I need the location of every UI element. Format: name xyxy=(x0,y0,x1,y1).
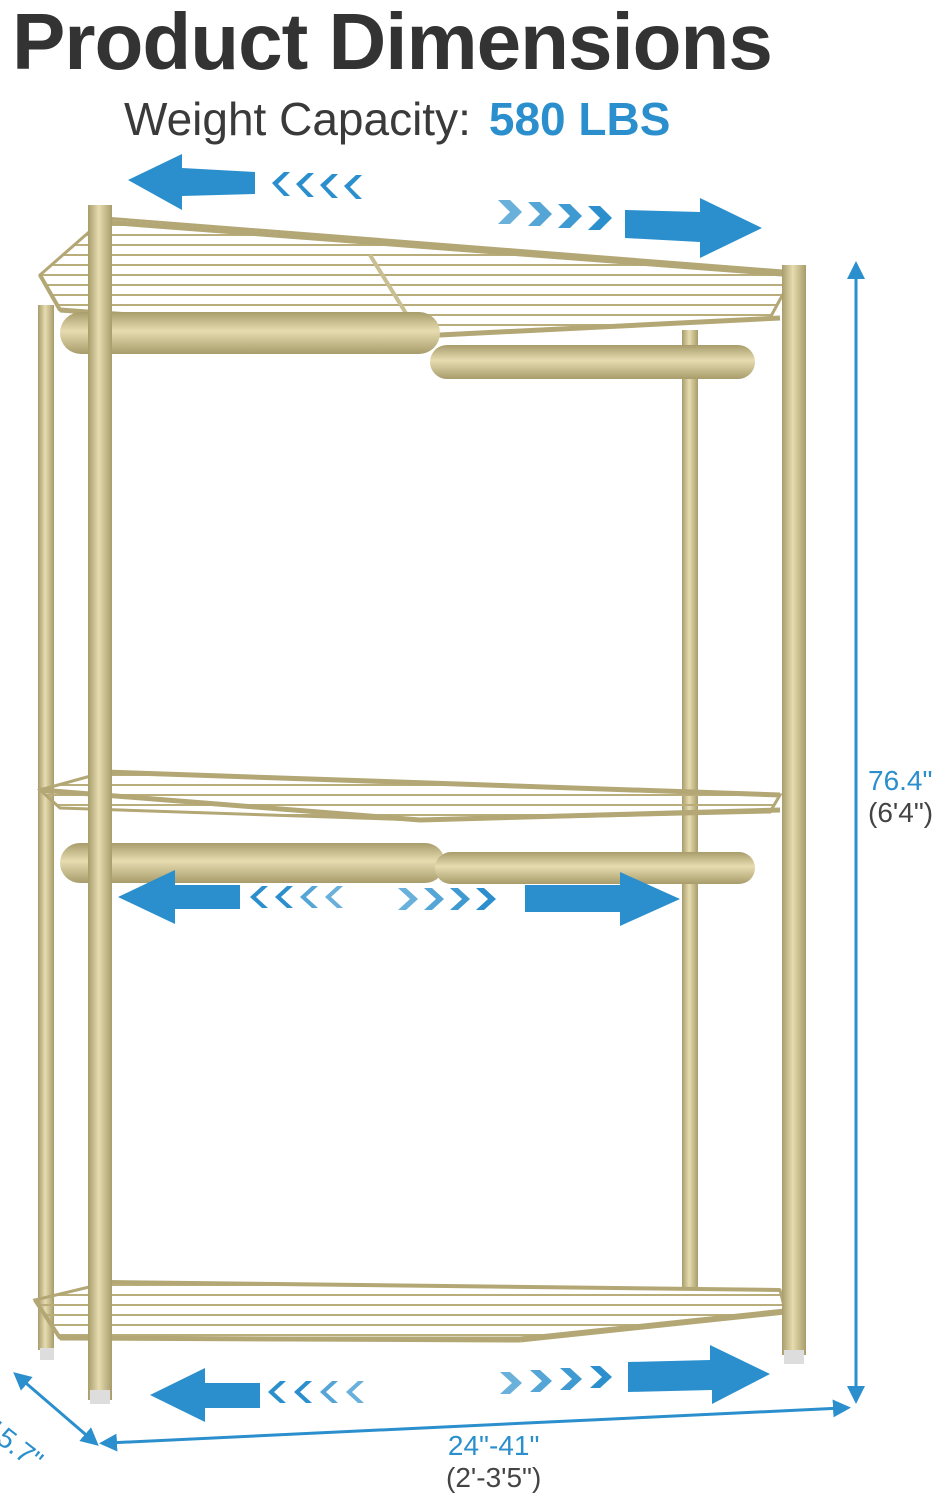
top-hanging-rod xyxy=(60,312,755,379)
height-alt-value: (6'4") xyxy=(868,797,934,828)
bottom-shelf xyxy=(32,1280,787,1343)
width-alt-value: (2'-3'5") xyxy=(446,1462,542,1493)
capacity-value: 580 LBS xyxy=(488,93,671,145)
capacity-label: Weight Capacity: xyxy=(124,93,471,145)
middle-hanging-rod xyxy=(60,843,755,884)
width-dimension-line xyxy=(99,1399,851,1452)
height-value: 76.4" xyxy=(868,765,933,796)
front-poles xyxy=(40,205,806,1404)
middle-shelf xyxy=(36,769,783,823)
page-title: Product Dimensions xyxy=(12,0,773,86)
middle-expand-arrows xyxy=(118,870,680,926)
weight-capacity: Weight Capacity: 580 LBS xyxy=(124,92,670,146)
width-dimension: 24"-41" (2'-3'5") xyxy=(446,1430,541,1494)
depth-dimension-line xyxy=(13,1372,99,1446)
top-shelf xyxy=(38,216,798,339)
back-poles xyxy=(38,305,698,1350)
top-expand-arrows xyxy=(128,154,762,258)
bottom-expand-arrows xyxy=(150,1345,770,1422)
height-dimension: 76.4" (6'4") xyxy=(868,765,933,829)
width-value: 24"-41" xyxy=(447,1430,540,1461)
